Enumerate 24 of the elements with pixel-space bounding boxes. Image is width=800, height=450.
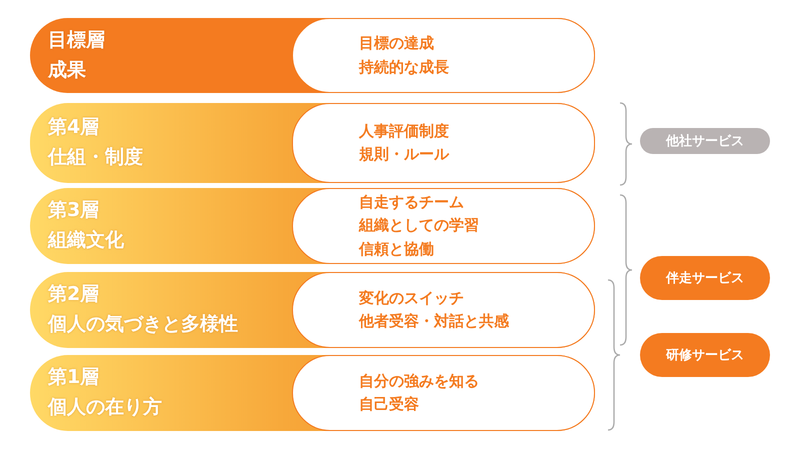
layer-heading: 第4層 [48, 115, 100, 140]
layer-heading: 第1層 [48, 365, 100, 390]
item-text: 持続的な成長 [359, 56, 450, 78]
item-text: 変化のスイッチ [359, 288, 465, 309]
item-text: 目標の達成 [359, 33, 435, 54]
item-text: 自走するチーム [359, 192, 465, 214]
item-text: 自己受容 [359, 394, 420, 415]
item-text: 自分の強みを知る [359, 370, 480, 392]
item-text: 組織としての学習 [359, 215, 480, 236]
layer-heading: 目標層 [48, 28, 105, 52]
item-text: 人事評価制度 [359, 120, 450, 142]
item-text: 他者受容・対話と共感 [359, 311, 510, 332]
layer-title: 個人の気づきと多様性 [48, 312, 238, 338]
layer-title: 個人の在り方 [48, 395, 162, 420]
layer-title: 仕組・制度 [48, 145, 143, 170]
item-text: 規則・ルール [359, 144, 450, 165]
layer-heading: 第2層 [48, 282, 100, 307]
layer-title: 組織文化 [48, 228, 124, 254]
service-badge: 他社サービス [640, 128, 770, 154]
service-badge: 伴走サービス [640, 256, 770, 300]
item-text: 信頼と協働 [359, 238, 435, 260]
layer-heading: 第3層 [48, 198, 100, 223]
layer-title: 成果 [48, 58, 87, 83]
service-badge: 研修サービス [640, 333, 770, 377]
